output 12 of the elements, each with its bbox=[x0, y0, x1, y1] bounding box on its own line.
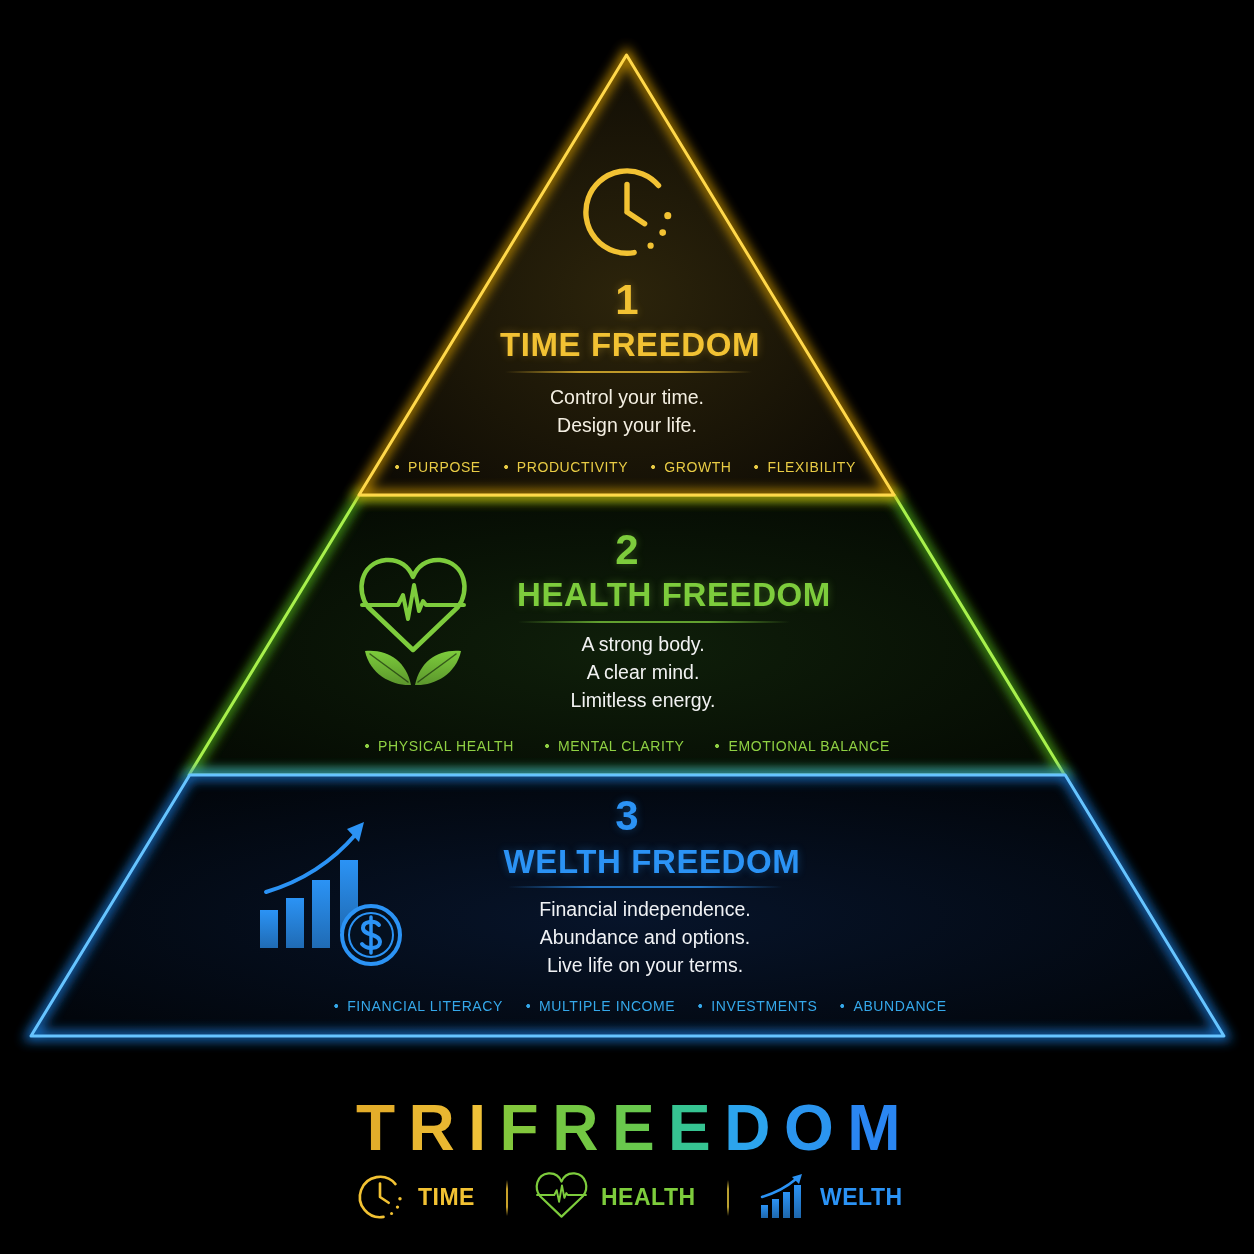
description-text: A strong body. A clear mind. Limitless energy. bbox=[570, 632, 716, 713]
description-text: Control your time. Design your life. bbox=[550, 385, 704, 438]
tier-heading: TIME FREEDOM bbox=[499, 326, 761, 364]
tier-number: 3 bbox=[615, 795, 639, 837]
description-text: Financial independence. Abundance and options. Live life on your terms. bbox=[539, 897, 751, 978]
tier-heading: WELTH FREEDOM bbox=[503, 843, 801, 881]
tier-heading: HEALTH FREEDOM bbox=[517, 576, 831, 614]
tier-number: 1 bbox=[615, 279, 639, 321]
tier-number: 2 bbox=[615, 529, 639, 571]
legend-label: HEALTH bbox=[601, 1185, 696, 1209]
legend-label: TIME bbox=[418, 1185, 475, 1209]
legend-label: WELTH bbox=[820, 1185, 903, 1209]
